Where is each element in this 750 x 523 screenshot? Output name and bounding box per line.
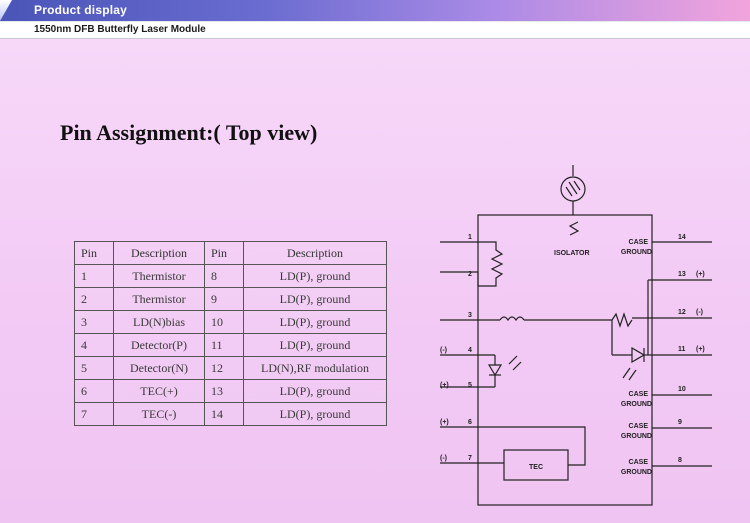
table-cell: 12: [204, 356, 244, 380]
header-pin-right: Pin: [204, 241, 244, 265]
table-header-row: Pin Description Pin Description: [74, 241, 387, 265]
table-row: 7 TEC(-) 14 LD(P), ground: [74, 402, 387, 426]
table-cell: LD(P), ground: [243, 287, 387, 311]
table-row: 6 TEC(+) 13 LD(P), ground: [74, 379, 387, 403]
polarity-label: (+): [440, 419, 449, 426]
photodiode-icon: [487, 364, 503, 377]
pin-number: 1: [468, 234, 472, 241]
pin-number: 13: [678, 271, 686, 278]
header-description-right: Description: [243, 241, 387, 265]
table-cell: 4: [74, 333, 114, 357]
polarity-label: (+): [440, 382, 449, 389]
table-cell: 5: [74, 356, 114, 380]
title-bar-accent: [0, 0, 12, 21]
photodiode-rays: [508, 355, 522, 371]
table-cell: 8: [204, 264, 244, 288]
pin-number: 11: [678, 346, 686, 353]
polarity-label: (+): [696, 346, 705, 353]
page-subtitle: 1550nm DFB Butterfly Laser Module: [34, 24, 206, 35]
polarity-label: (-): [440, 455, 447, 462]
header-description-left: Description: [113, 241, 205, 265]
table-cell: Thermistor: [113, 264, 205, 288]
table-row: 2 Thermistor 9 LD(P), ground: [74, 287, 387, 311]
pin-number: 5: [468, 382, 472, 389]
tec-label: TEC: [529, 464, 543, 471]
pin-number: 14: [678, 234, 686, 241]
pin-number: 10: [678, 386, 686, 393]
pin-number: 2: [468, 271, 472, 278]
pin-number: 6: [468, 419, 472, 426]
table-cell: 10: [204, 310, 244, 334]
table-cell: 13: [204, 379, 244, 403]
table-cell: LD(P), ground: [243, 379, 387, 403]
lens-rays: [565, 180, 581, 197]
header-pin-left: Pin: [74, 241, 114, 265]
case-ground-label: GROUND: [621, 469, 652, 476]
table-row: 4 Detector(P) 11 LD(P), ground: [74, 333, 387, 357]
case-ground-label: CASE: [629, 391, 649, 398]
pin-number: 8: [678, 457, 682, 464]
inductor-icon: [499, 316, 525, 322]
polarity-label: (+): [696, 271, 705, 278]
table-cell: 1: [74, 264, 114, 288]
table-cell: Thermistor: [113, 287, 205, 311]
case-ground-label: CASE: [629, 239, 649, 246]
title-bar: Product display: [0, 0, 750, 21]
laser-diode-icon: [631, 346, 646, 364]
subtitle-bar: 1550nm DFB Butterfly Laser Module: [0, 21, 750, 39]
table-cell: 3: [74, 310, 114, 334]
table-cell: Detector(N): [113, 356, 205, 380]
table-row: 1 Thermistor 8 LD(P), ground: [74, 264, 387, 288]
table-row: 5 Detector(N) 12 LD(N),RF modulation: [74, 356, 387, 380]
table-cell: 7: [74, 402, 114, 426]
table-cell: LD(N)bias: [113, 310, 205, 334]
pin-number: 7: [468, 455, 472, 462]
isolator-label: ISOLATOR: [554, 250, 590, 257]
tec-wire: [478, 426, 586, 466]
table-cell: LD(P), ground: [243, 310, 387, 334]
isolator-icon: [568, 221, 580, 236]
table-cell: 6: [74, 379, 114, 403]
table-cell: LD(P), ground: [243, 264, 387, 288]
pin-number: 9: [678, 419, 682, 426]
table-cell: LD(P), ground: [243, 402, 387, 426]
case-ground-label: CASE: [629, 459, 649, 466]
case-ground-label: GROUND: [621, 249, 652, 256]
table-row: 3 LD(N)bias 10 LD(P), ground: [74, 310, 387, 334]
table-cell: 9: [204, 287, 244, 311]
polarity-label: (-): [440, 347, 447, 354]
table-cell: 2: [74, 287, 114, 311]
app-title: Product display: [34, 3, 128, 17]
case-ground-label: GROUND: [621, 401, 652, 408]
table-cell: TEC(+): [113, 379, 205, 403]
polarity-label: (-): [696, 309, 703, 316]
page-heading: Pin Assignment:( Top view): [60, 120, 318, 145]
ld-emission-rays: [622, 367, 637, 381]
table-cell: TEC(-): [113, 402, 205, 426]
resistor-icon: [611, 312, 633, 328]
module-body: [477, 214, 653, 506]
pin-table: Pin Description Pin Description 1 Thermi…: [74, 241, 387, 426]
pin-number: 4: [468, 347, 472, 354]
case-ground-label: GROUND: [621, 433, 652, 440]
thermistor-icon: [477, 241, 504, 287]
pin-number: 12: [678, 309, 686, 316]
table-cell: 14: [204, 402, 244, 426]
table-cell: LD(N),RF modulation: [243, 356, 387, 380]
pin-number: 3: [468, 312, 472, 319]
pin-diagram: ISOLATOR CASE GROUND CASE GROUND CASE GR…: [440, 165, 712, 506]
table-cell: 11: [204, 333, 244, 357]
table-cell: Detector(P): [113, 333, 205, 357]
table-cell: LD(P), ground: [243, 333, 387, 357]
case-ground-label: CASE: [629, 423, 649, 430]
